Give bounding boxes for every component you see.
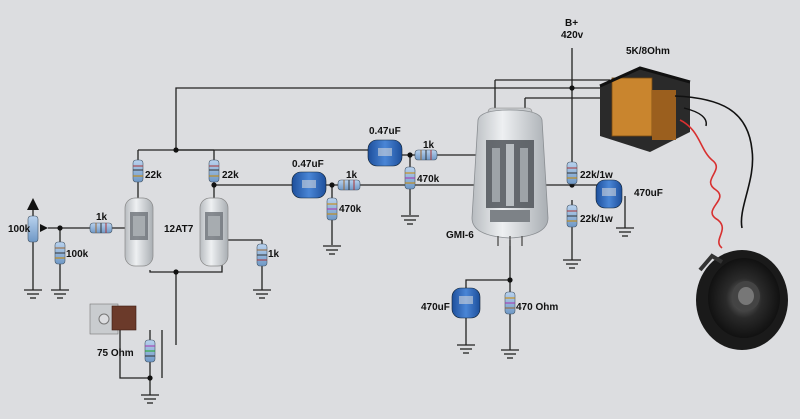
label-r-1k-cathode: 1k (268, 249, 280, 260)
ground-icon (616, 227, 634, 237)
ground-icon (401, 215, 419, 225)
junction-dots (57, 85, 575, 381)
ground-icon (563, 259, 581, 269)
resistor-470k-b (326, 197, 338, 221)
label-r-1k-top: 1k (423, 140, 435, 151)
resistors (54, 149, 578, 363)
label-supply: B+ (565, 18, 578, 29)
speaker-lead-red (679, 119, 724, 249)
capacitor-047-top (367, 139, 403, 167)
capacitor-470uf-right (595, 179, 623, 209)
label-r-470k-a: 470k (417, 174, 440, 185)
potentiometer-icon[interactable] (27, 198, 48, 243)
label-cap-047-top: 0.47uF (369, 126, 401, 137)
ground-icon (323, 245, 341, 255)
label-transformer: 5K/8Ohm (626, 46, 670, 57)
ground-icons (24, 215, 634, 404)
resistor-1k-top (414, 149, 438, 161)
label-r-75: 75 Ohm (97, 348, 134, 359)
capacitor-047-mid (291, 171, 327, 199)
label-r-470k-b: 470k (339, 204, 362, 215)
label-r-22k-right: 22k (222, 170, 239, 181)
speaker-icon (696, 250, 788, 350)
label-r-1k-input: 1k (96, 212, 108, 223)
resistor-22k-1w-top (566, 161, 578, 185)
label-pot-100k: 100k (8, 224, 31, 235)
ground-icon (51, 289, 69, 299)
label-cap-470uf-cathode: 470uF (421, 302, 450, 313)
ground-icon (501, 349, 519, 359)
resistor-22k-left (132, 159, 144, 183)
capacitor-470uf-cathode (451, 287, 481, 319)
label-cap-047-mid: 0.47uF (292, 159, 324, 170)
capacitors (291, 139, 623, 319)
resistor-1k-cathode (256, 243, 268, 267)
tube-12at7-left (124, 197, 154, 267)
tube-gmi6 (471, 107, 549, 246)
speaker-lead-black (674, 95, 754, 229)
tube-12at7-right (199, 197, 229, 267)
label-cap-470uf-right: 470uF (634, 188, 663, 199)
label-supply-voltage: 420v (561, 30, 584, 41)
resistor-1k-input (89, 222, 113, 234)
label-r-22k-1w-bot: 22k/1w (580, 214, 613, 225)
resistor-22k-1w-bot (566, 204, 578, 228)
resistor-75 (144, 339, 156, 363)
ground-icon (253, 289, 271, 299)
label-r-470-cathode: 470 Ohm (516, 302, 558, 313)
resistor-22k-right (208, 159, 220, 183)
label-r-22k-1w-top: 22k/1w (580, 170, 613, 181)
regulator-icon (89, 303, 137, 335)
ground-icon (141, 394, 159, 404)
label-r-22k-left: 22k (145, 170, 162, 181)
wiring (32, 48, 626, 395)
label-tube-gmi6: GMI-6 (446, 230, 474, 241)
resistor-1k-mid (337, 179, 361, 191)
ground-icon (457, 344, 475, 354)
label-tube-12at7: 12AT7 (164, 224, 194, 235)
transformer-icon (599, 66, 691, 152)
label-r-100k: 100k (66, 249, 89, 260)
ground-icon (24, 289, 42, 299)
resistor-470-cathode (504, 291, 516, 315)
label-r-1k-mid: 1k (346, 170, 358, 181)
resistor-470k-a (404, 166, 416, 190)
resistor-100k (54, 241, 66, 265)
